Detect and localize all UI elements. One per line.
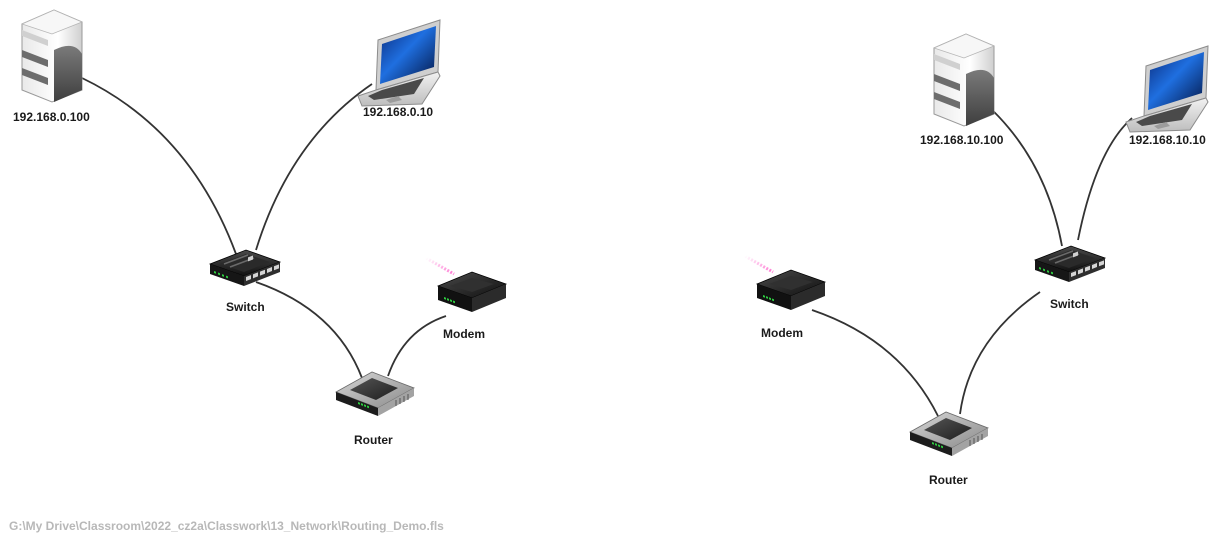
router-label: Router [354, 433, 393, 447]
laptop-label: 192.168.10.10 [1129, 133, 1206, 147]
cable-layer [81, 77, 1133, 417]
cable-switch-router [255, 281, 363, 379]
switch-label: Switch [1050, 297, 1089, 311]
laptop-label: 192.168.0.10 [363, 105, 434, 119]
laptop-icon[interactable] [357, 19, 441, 107]
cable-laptop-switch [255, 83, 373, 251]
modem-icon[interactable] [743, 254, 827, 312]
server-icon[interactable] [21, 9, 83, 103]
modem-label: Modem [761, 326, 803, 340]
server-label: 192.168.0.100 [13, 110, 90, 124]
server-icon[interactable] [933, 33, 995, 127]
router-icon[interactable] [909, 411, 989, 457]
cable-server-switch [81, 77, 237, 255]
router-icon[interactable] [335, 371, 415, 417]
file-path-footer: G:\My Drive\Classroom\2022_cz2a\Classwor… [9, 519, 444, 533]
switch-icon[interactable] [209, 249, 281, 287]
modem-icon[interactable] [424, 256, 508, 314]
switch-label: Switch [226, 300, 265, 314]
cable-server-switch [987, 105, 1063, 247]
modem-label: Modem [443, 327, 485, 341]
cable-router-modem [387, 315, 447, 377]
laptop-icon[interactable] [1125, 45, 1209, 133]
router-label: Router [929, 473, 968, 487]
cable-switch-router [959, 291, 1041, 415]
device-layer [21, 9, 1209, 457]
server-label: 192.168.10.100 [920, 133, 1004, 147]
cable-router-modem [811, 309, 939, 417]
cable-laptop-switch [1077, 117, 1133, 241]
switch-icon[interactable] [1034, 245, 1106, 283]
